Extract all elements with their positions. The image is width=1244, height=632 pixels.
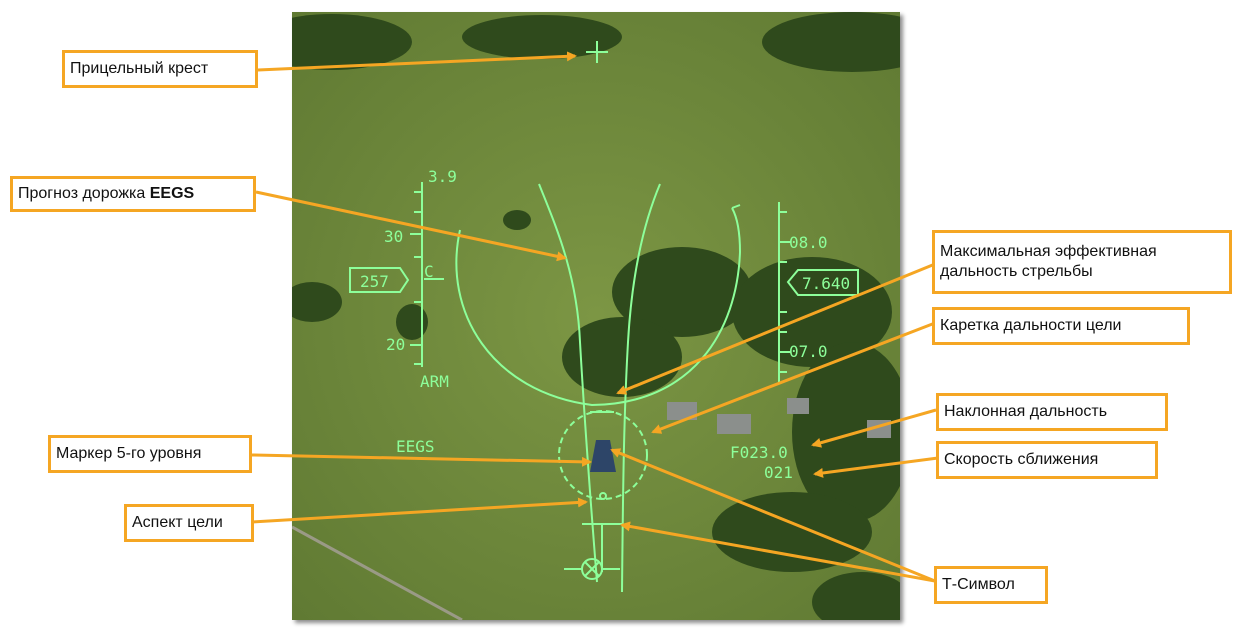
hud-speed-c: C xyxy=(424,262,434,281)
hud-speed-30: 30 xyxy=(384,227,403,246)
velocity-vector xyxy=(564,558,620,580)
callout-target-range-caret-text: Каретка дальности цели xyxy=(940,317,1122,334)
hud-closure-rate: 021 xyxy=(764,463,793,482)
callout-level5-marker: Маркер 5-го уровня xyxy=(48,435,252,473)
callout-gunsight-cross: Прицельный крест xyxy=(62,50,258,88)
target-aspect-marker xyxy=(599,492,607,500)
hud-scene: 3.9 30 257 C 20 ARM EEGS 08.0 7.640 07.0… xyxy=(292,12,900,620)
callout-gunsight-cross-text: Прицельный крест xyxy=(70,60,209,77)
hud-speed-box-value: 257 xyxy=(360,272,389,291)
callout-closure-rate-text: Скорость сближения xyxy=(944,451,1099,468)
hud-alt-box-value: 7.640 xyxy=(802,274,850,293)
airspeed-box xyxy=(349,267,410,293)
callout-eegs-funnel: Прогноз дорожка EEGS xyxy=(10,176,256,212)
dirt-road xyxy=(292,525,463,620)
callout-slant-range-text: Наклонная дальность xyxy=(944,403,1108,420)
callout-max-range-text: Максимальная эффективная дальность стрел… xyxy=(940,243,1157,280)
hud-alt-top: 08.0 xyxy=(789,233,828,252)
hud-eegs: EEGS xyxy=(396,437,435,456)
hud-speed-top: 3.9 xyxy=(428,167,457,186)
callout-max-range: Максимальная эффективная дальность стрел… xyxy=(932,230,1232,294)
callout-target-aspect: Аспект цели xyxy=(124,504,254,542)
hud-slant-range: F023.0 xyxy=(730,443,788,462)
hud-speed-20: 20 xyxy=(386,335,405,354)
hud-alt-low: 07.0 xyxy=(789,342,828,361)
callout-closure-rate: Скорость сближения xyxy=(936,441,1158,479)
callout-eegs-funnel-bold: EEGS xyxy=(149,185,195,202)
callout-target-range-caret: Каретка дальности цели xyxy=(932,307,1190,345)
gunsight-cross xyxy=(586,41,608,63)
hud-view: 3.9 30 257 C 20 ARM EEGS 08.0 7.640 07.0… xyxy=(292,12,900,620)
callout-t-symbol-text: Т-Символ xyxy=(942,576,1015,593)
target-aircraft xyxy=(590,440,616,472)
callout-t-symbol: Т-Символ xyxy=(934,566,1048,604)
callout-slant-range: Наклонная дальность xyxy=(936,393,1168,431)
callout-eegs-funnel-prefix: Прогноз дорожка xyxy=(18,185,150,202)
callout-target-aspect-text: Аспект цели xyxy=(132,514,223,531)
callout-level5-marker-text: Маркер 5-го уровня xyxy=(56,445,202,462)
hud-arm: ARM xyxy=(420,372,449,391)
